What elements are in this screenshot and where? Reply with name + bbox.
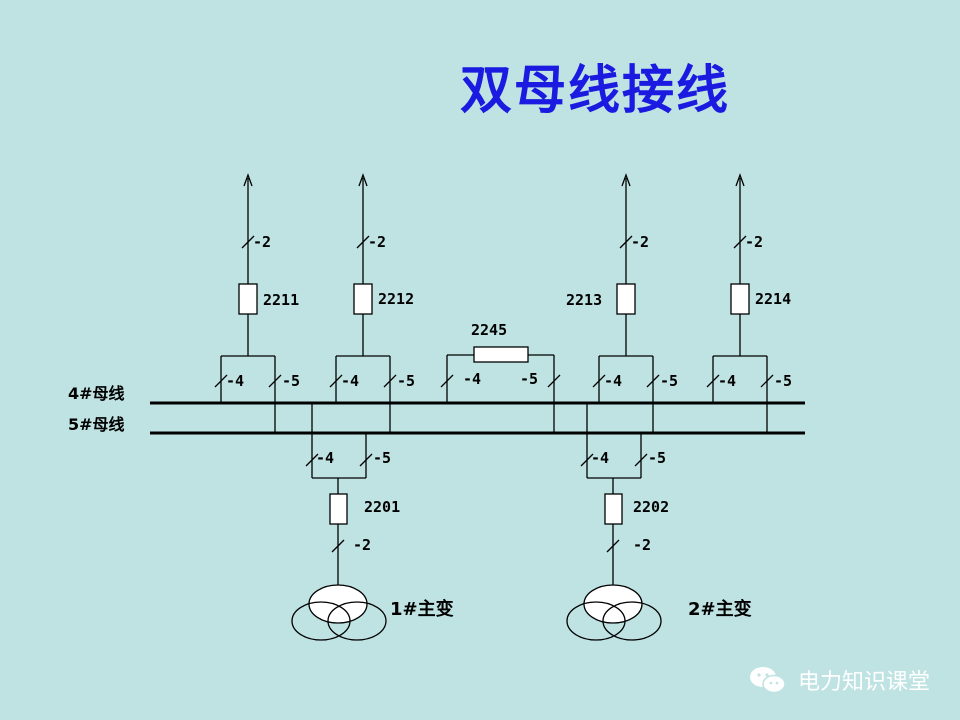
bus4-switch-label: -4: [718, 372, 736, 390]
bus4-switch-label: -4: [226, 372, 244, 390]
line-switch-label: -2: [253, 233, 271, 251]
bus5-switch-label: -5: [774, 372, 792, 390]
breaker-label: 2201: [364, 498, 400, 516]
wechat-icon: [749, 667, 786, 694]
transformer-2-winding-right: [602, 601, 662, 641]
page-title: 双母线接线: [459, 60, 730, 121]
transformer-branch-2201: [291, 403, 387, 641]
breaker-label: 2202: [633, 498, 669, 516]
watermark: 电力知识课堂: [748, 664, 930, 696]
feeder-2213: [592, 173, 660, 433]
coupler-breaker-label: 2245: [471, 321, 507, 339]
feeder-2214: [706, 173, 774, 433]
bus4-switch-label: -4: [316, 449, 334, 467]
transformer-1-winding-left: [291, 601, 351, 641]
bus-coupler-2245: [440, 346, 561, 433]
bus-5-label: 5#母线: [68, 415, 125, 434]
bus4-switch-label: -4: [604, 372, 622, 390]
transformer-2-winding-left: [566, 601, 626, 641]
transformer-name: 2#主变: [688, 598, 752, 620]
feeder-2211: [214, 173, 282, 433]
bus4-switch-label: -4: [341, 372, 359, 390]
bus5-switch-label: -5: [282, 372, 300, 390]
bus-4-label: 4#母线: [68, 384, 125, 403]
bus5-switch-label: -5: [648, 449, 666, 467]
breaker-label: 2214: [755, 290, 791, 308]
line-switch-label: -2: [368, 233, 386, 251]
breaker-label: 2211: [263, 291, 299, 309]
breaker-label: 2212: [378, 290, 414, 308]
line-switch-label: -2: [631, 233, 649, 251]
transformer-name: 1#主变: [390, 598, 454, 620]
bus5-switch-label: -5: [397, 372, 415, 390]
transformer-branch-2202: [566, 403, 662, 641]
line-switch-label: -2: [745, 233, 763, 251]
transformer-1-winding-top: [308, 584, 368, 624]
bus4-switch-label: -4: [591, 449, 609, 467]
watermark-text: 电力知识课堂: [797, 670, 930, 695]
transformer-2-winding-top: [583, 584, 643, 624]
feeder-2212: [329, 173, 397, 433]
bus5-switch-label: -5: [373, 449, 391, 467]
breaker-label: 2213: [566, 291, 602, 309]
coupler-bus5-switch-label: -5: [520, 370, 538, 388]
transformer-1-winding-right: [327, 601, 387, 641]
transformer-switch-label: -2: [353, 536, 371, 554]
coupler-bus4-switch-label: -4: [463, 370, 481, 388]
transformer-switch-label: -2: [633, 536, 651, 554]
bus5-switch-label: -5: [660, 372, 678, 390]
